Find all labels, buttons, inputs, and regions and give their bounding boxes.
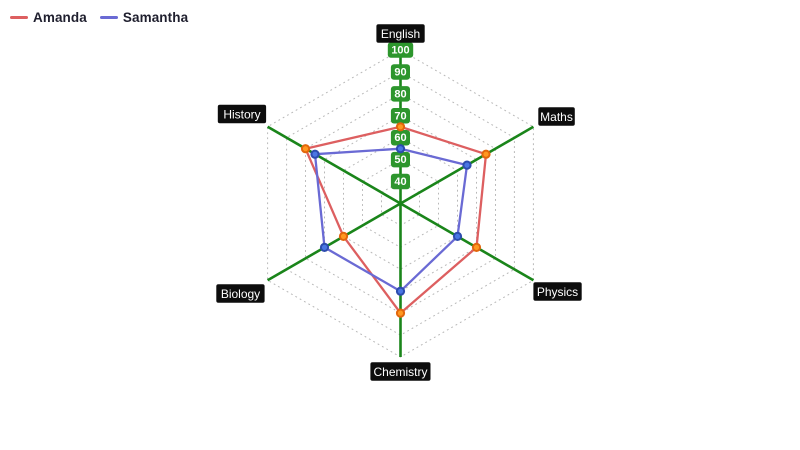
axis-line-physics (399, 202, 535, 282)
tick-box (390, 151, 410, 168)
category-label-box-english (376, 24, 425, 43)
tick-box (390, 130, 410, 146)
data-point-amanda-maths[interactable] (481, 149, 491, 159)
category-label-box-history (217, 104, 267, 124)
data-point-samantha-english[interactable] (395, 144, 406, 154)
tick-box (387, 42, 414, 58)
tick-label: 70 (394, 110, 406, 122)
data-point-samantha-biology[interactable] (319, 242, 330, 252)
tick-label: 60 (394, 132, 406, 144)
data-point-amanda-history[interactable] (300, 144, 311, 154)
category-label-box-biology (216, 284, 265, 303)
data-point-amanda-chemistry[interactable] (395, 308, 406, 318)
tick-label: 90 (394, 66, 406, 78)
data-point-samantha-chemistry[interactable] (395, 286, 406, 296)
legend-item-amanda[interactable]: Amanda (10, 10, 87, 25)
data-point-amanda-physics[interactable] (471, 242, 482, 252)
category-label-physics: Physics (537, 285, 578, 299)
data-point-samantha-maths[interactable] (462, 160, 472, 170)
data-point-samantha-history[interactable] (310, 149, 320, 159)
data-point-samantha-physics[interactable] (452, 231, 463, 241)
category-label-maths: Maths (540, 110, 573, 124)
legend-item-samantha[interactable]: Samantha (99, 10, 189, 25)
tick-label: 40 (394, 176, 406, 188)
legend-label: Samantha (122, 10, 189, 25)
tick-label: 80 (394, 88, 406, 100)
category-label-chemistry: Chemistry (373, 365, 427, 379)
tick-box (390, 86, 410, 102)
category-label-english: English (381, 27, 420, 41)
legend-swatch (99, 16, 118, 19)
category-label-biology: Biology (221, 287, 260, 301)
legend-label: Amanda (33, 10, 87, 25)
tick-box (390, 64, 410, 80)
tick-box (390, 108, 410, 124)
category-label-box-maths (538, 107, 575, 126)
axis-line-biology (266, 202, 402, 282)
category-label-box-chemistry (370, 362, 431, 381)
tick-box (390, 173, 410, 190)
tick-label: 100 (391, 45, 409, 57)
chart-legend: Amanda Samantha (10, 10, 188, 25)
tick-label: 50 (394, 154, 406, 166)
data-point-amanda-english[interactable] (395, 122, 406, 132)
legend-swatch (10, 16, 28, 19)
data-point-amanda-biology[interactable] (338, 231, 349, 241)
category-label-history: History (223, 108, 260, 122)
axis-line-history (266, 125, 402, 205)
category-label-box-physics (533, 282, 582, 301)
